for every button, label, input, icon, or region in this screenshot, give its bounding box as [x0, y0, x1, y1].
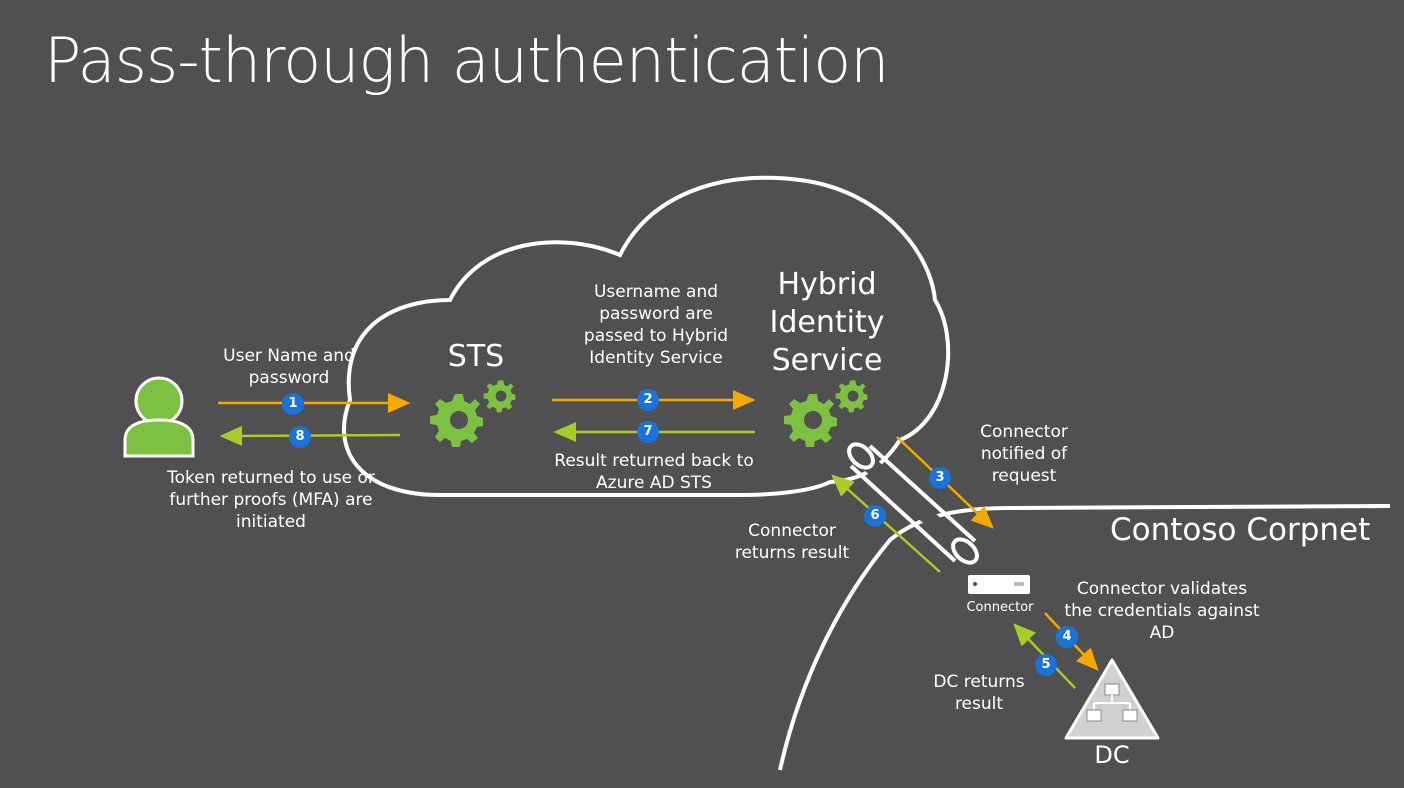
gear-icon-sts-large [430, 394, 483, 447]
step-1-badge: 1 [282, 393, 304, 415]
step-2-label: Username and password are passed to Hybr… [583, 282, 729, 368]
gear-icon-his-small [835, 380, 868, 413]
step-4-label: Connector validates the credentials agai… [1064, 579, 1260, 643]
step-7-badge: 7 [637, 421, 659, 443]
sts-label: STS [447, 339, 505, 374]
step-5-label: DC returns result [933, 672, 1025, 714]
user-icon [123, 376, 195, 458]
step-3-badge: 3 [929, 467, 951, 489]
step-7-label: Result returned back to Azure AD STS [554, 451, 754, 493]
step-5-badge: 5 [1035, 654, 1057, 676]
gear-icon-his-large [784, 394, 837, 447]
step-4-badge: 4 [1056, 626, 1078, 648]
step-3-label: Connector notified of request [980, 422, 1068, 486]
connector-server-icon [968, 575, 1030, 594]
step-2-badge: 2 [637, 389, 659, 411]
gear-icon-sts-small [483, 380, 516, 413]
step-6-badge: 6 [864, 505, 886, 527]
connector-pipe [847, 442, 979, 565]
corpnet-boundary [778, 504, 1391, 771]
hybrid-identity-service-label: Hybrid Identity Service [769, 267, 885, 378]
arrow-6 [831, 474, 941, 573]
step-6-label: Connector returns result [734, 521, 850, 563]
corpnet-label: Contoso Corpnet [1110, 512, 1371, 548]
step-8-badge: 8 [289, 426, 311, 448]
step-1-label: User Name and password [223, 346, 355, 388]
dc-network-icon [1064, 658, 1160, 740]
connector-label: Connector [966, 600, 1034, 615]
page-title: Pass-through authentication [44, 24, 889, 97]
arrow-8 [219, 425, 401, 446]
step-8-label: Token returned to use or further proofs … [167, 468, 375, 532]
dc-label: DC [1094, 741, 1130, 769]
